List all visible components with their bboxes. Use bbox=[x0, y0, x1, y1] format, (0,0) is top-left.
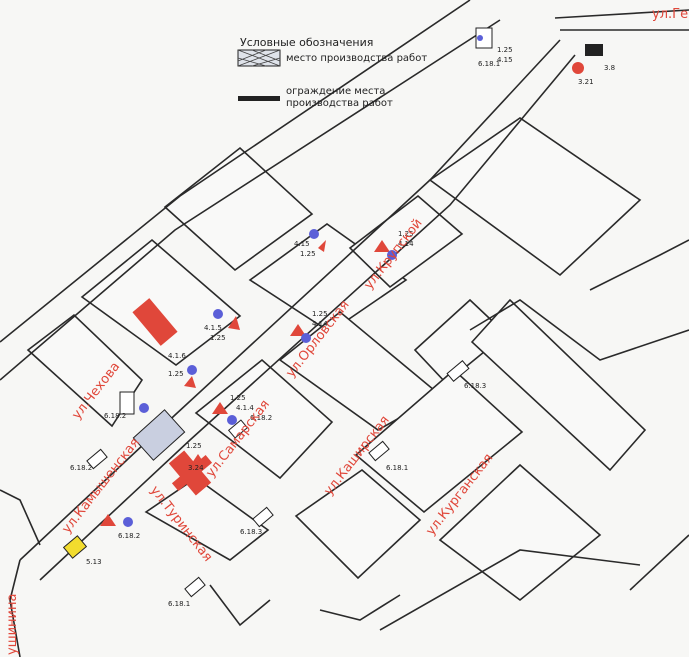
sign-plate-icon bbox=[184, 576, 206, 598]
warning-triangle-icon bbox=[212, 402, 228, 414]
block-center-top bbox=[248, 223, 408, 333]
sign-samarskaya-end: 6.18.3 bbox=[240, 506, 274, 536]
truck-icon bbox=[585, 44, 603, 56]
legend-title: Условные обозначения bbox=[240, 36, 373, 49]
sign-yellow: 5.13 bbox=[62, 535, 102, 566]
code-6183-a: 6.18.3 bbox=[240, 528, 262, 536]
code-6182-c: 6.18.2 bbox=[70, 464, 92, 472]
warning-triangle-icon bbox=[290, 324, 306, 336]
sign-top-right-2: 3.8 3.21 bbox=[572, 44, 615, 86]
blue-circle-icon bbox=[139, 403, 149, 413]
red-sign-stacks bbox=[132, 298, 212, 496]
code-313: 5.13 bbox=[86, 558, 102, 566]
code-414-b: 4.14 bbox=[312, 320, 328, 328]
code-6182-b: 6.18.2 bbox=[104, 412, 126, 420]
code-6181-c: 6.18.1 bbox=[386, 464, 408, 472]
sign-block-top-left: 4.15 1.25 bbox=[294, 229, 326, 258]
sign-stack-lower bbox=[168, 450, 212, 496]
sign-center: 4.1.5 1.25 bbox=[204, 309, 240, 342]
red-circle-icon bbox=[572, 62, 584, 74]
code-6181-b: 6.18.1 bbox=[168, 600, 190, 608]
code-6182-d: 6.18.2 bbox=[118, 532, 140, 540]
code-125-e: 1.25 bbox=[312, 310, 328, 318]
work-area-zone bbox=[132, 409, 186, 461]
code-125-d: 1.25 bbox=[210, 334, 226, 342]
code-416: 4.1.6 bbox=[168, 352, 186, 360]
sign-turinskaya: 6.18.2 bbox=[100, 514, 140, 540]
blue-circle-icon bbox=[387, 250, 397, 260]
blue-circle-icon bbox=[187, 365, 197, 375]
street-label-left-edge: ушинина bbox=[5, 594, 20, 655]
code-415-b: 4.15 bbox=[294, 240, 310, 248]
block-center-lower bbox=[194, 358, 334, 480]
sign-plate-icon bbox=[368, 440, 390, 462]
traffic-signs: 1.25 4.15 6.18.1 3.8 3.21 4.15 1.25 1.25… bbox=[62, 27, 615, 608]
blue-circle-icon bbox=[477, 35, 483, 41]
blue-circle-icon bbox=[213, 309, 223, 319]
block-far-right-upper bbox=[428, 117, 642, 277]
sign-top-right-1: 1.25 4.15 6.18.1 bbox=[475, 27, 513, 68]
code-125-f: 1.25 bbox=[168, 370, 184, 378]
block-top-left bbox=[163, 146, 314, 272]
blue-circle-icon bbox=[227, 415, 237, 425]
code-125-b: 1.25 bbox=[300, 250, 316, 258]
sign-left-mid: 4.1.6 1.25 bbox=[168, 352, 197, 388]
sign-plate-icon bbox=[475, 27, 493, 49]
sign-plate-icon bbox=[86, 448, 108, 470]
warning-triangle-icon bbox=[184, 376, 196, 388]
legend: Условные обозначения место производства … bbox=[237, 36, 427, 109]
sign-orlovskaya: 1.25 4.14 bbox=[290, 310, 328, 343]
block-left-lower bbox=[26, 313, 144, 428]
yellow-sign-icon bbox=[62, 535, 88, 559]
sign-turinskaya-end: 6.18.1 bbox=[168, 576, 206, 608]
legend-fence-label-line1: ограждение места bbox=[286, 86, 385, 97]
block-bottom-center bbox=[294, 468, 422, 580]
warning-triangle-icon bbox=[228, 316, 240, 330]
warning-triangle-icon bbox=[100, 514, 116, 526]
code-125-g: 1.25 bbox=[230, 394, 246, 402]
sign-plate-icon bbox=[446, 360, 470, 382]
blue-circle-icon bbox=[309, 229, 319, 239]
sign-right-mid: 6.18.3 bbox=[446, 360, 486, 390]
street-label-top-right: ул.Гер bbox=[652, 7, 689, 22]
sign-work-area-lower: 1.25 3.24 bbox=[186, 442, 206, 472]
code-125-a: 1.25 bbox=[497, 46, 513, 54]
blue-circle-icon bbox=[301, 333, 311, 343]
block-left-mid bbox=[80, 238, 242, 366]
warning-triangle-icon bbox=[374, 240, 390, 252]
city-blocks bbox=[26, 117, 647, 602]
code-321: 3.21 bbox=[578, 78, 594, 86]
code-4152: 4.1.5 bbox=[204, 324, 222, 332]
code-6183-b: 6.18.3 bbox=[464, 382, 486, 390]
code-414-a: 4.14 bbox=[398, 240, 414, 248]
block-right-lower bbox=[354, 368, 524, 514]
sign-samarskaya: 1.25 4.1.4 6.18.2 bbox=[212, 394, 272, 439]
code-415-a: 4.15 bbox=[497, 56, 513, 64]
code-3242: 3.24 bbox=[188, 464, 204, 472]
code-4142: 4.1.4 bbox=[236, 404, 254, 412]
sign-kashirskaya: 6.18.1 bbox=[368, 440, 408, 472]
sign-krupskoy: 1.25 4.14 bbox=[374, 230, 414, 260]
code-38: 3.8 bbox=[604, 64, 615, 72]
sign-plate-icon bbox=[227, 419, 249, 439]
sign-plate-icon bbox=[252, 506, 274, 528]
blue-circle-icon bbox=[123, 517, 133, 527]
code-6182-a: 6.18.2 bbox=[250, 414, 272, 422]
sign-kamyshenskaya: 6.18.2 bbox=[70, 448, 108, 472]
code-125-c: 1.25 bbox=[398, 230, 414, 238]
warning-triangle-icon bbox=[318, 240, 326, 252]
legend-fence-label-line2: производства работ bbox=[286, 98, 393, 109]
work-area-hatch bbox=[237, 49, 281, 67]
code-125-h: 1.25 bbox=[186, 442, 202, 450]
fence-swatch bbox=[238, 96, 280, 101]
code-6181-a: 6.18.1 bbox=[478, 60, 500, 68]
sign-stack-left bbox=[132, 298, 178, 346]
sign-chekhova: 6.18.2 bbox=[104, 391, 149, 420]
sign-plate-icon bbox=[119, 391, 135, 415]
legend-work-area-label: место производства работ bbox=[286, 53, 427, 64]
warning-triangle-icon bbox=[190, 454, 206, 466]
block-bottom-right bbox=[438, 463, 602, 602]
